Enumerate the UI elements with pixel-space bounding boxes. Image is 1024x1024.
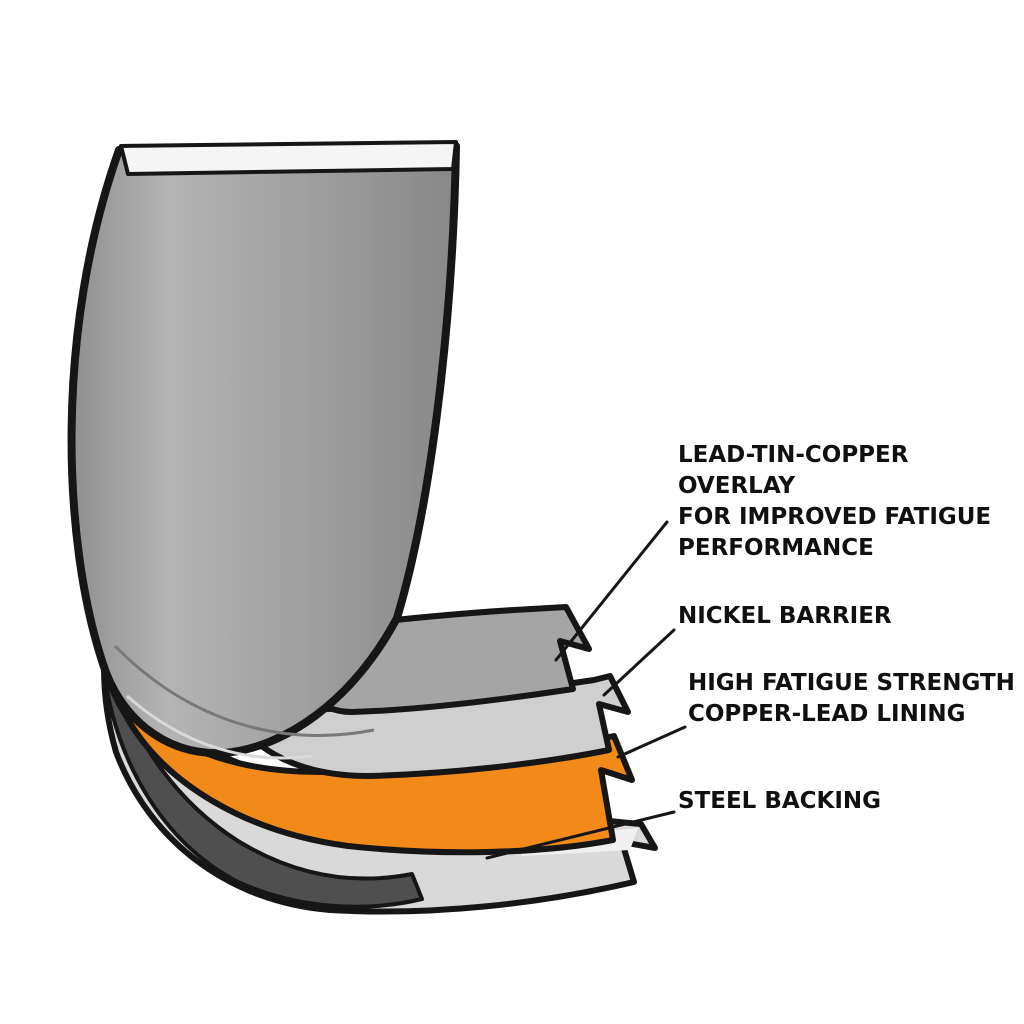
copper-lead-lining-shape (99, 657, 635, 856)
shell-rim-shape (119, 140, 458, 176)
shell-face-shape (67, 142, 460, 758)
leader-line-overlay (554, 520, 669, 662)
shell-shadow-shape (101, 662, 424, 909)
face-arc-light (126, 694, 313, 760)
leader-line-steel (485, 810, 676, 860)
label-copper-lead-lining: HIGH FATIGUE STRENGTH COPPER-LEAD LINING (688, 670, 1015, 728)
face-arc-dark (113, 644, 375, 737)
label-lead-tin-copper-overlay: LEAD-TIN-COPPER OVERLAY FOR IMPROVED FAT… (678, 442, 992, 562)
leader-line-nickel (602, 628, 676, 697)
leader-line-copper-lead (616, 725, 687, 759)
label-steel-backing: STEEL BACKING (678, 788, 882, 814)
label-nickel-barrier: NICKEL BARRIER (678, 603, 892, 629)
